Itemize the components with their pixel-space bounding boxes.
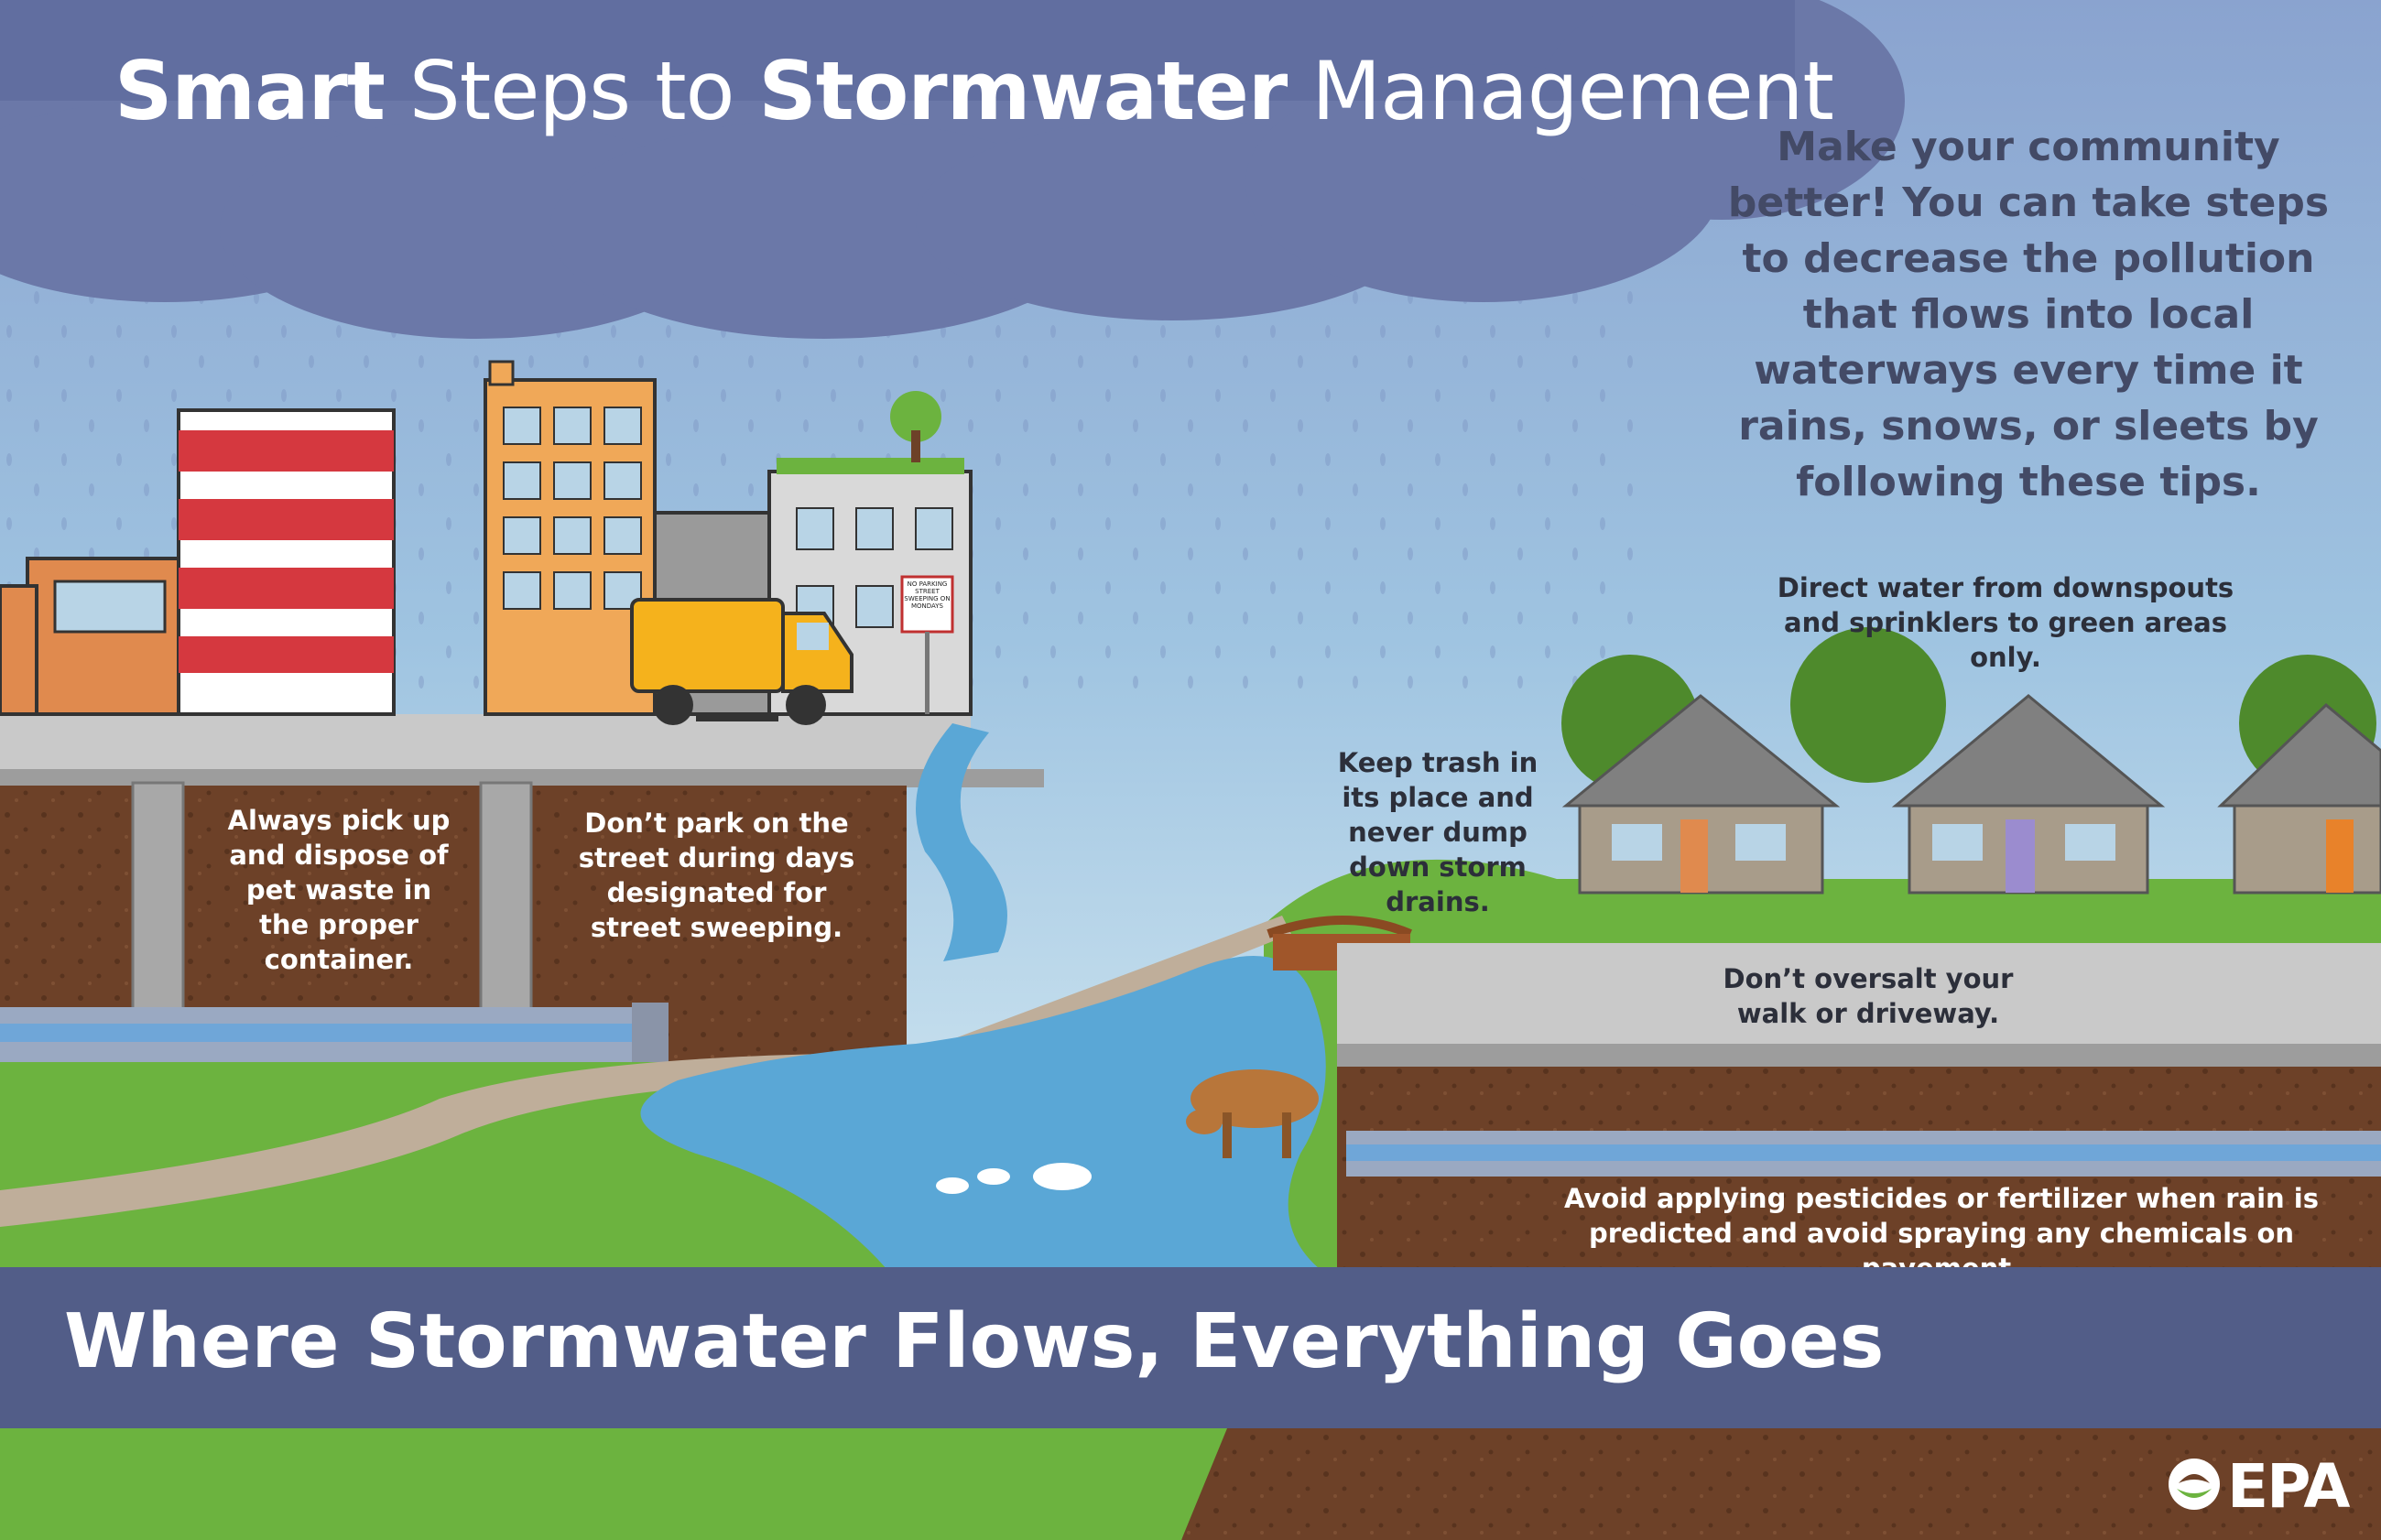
street-sweeper-truck <box>630 598 853 725</box>
page-title: Smart Steps to Stormwater Management <box>114 44 1834 138</box>
epa-logo-icon <box>2169 1459 2220 1510</box>
tip-street-sweeping: Don’t park on the street during days des… <box>578 808 855 943</box>
tip-downspouts: Direct water from downspouts and sprinkl… <box>1777 572 2234 673</box>
tip-trash: Keep trash in its place and never dump d… <box>1337 747 1538 917</box>
parking-sign: NO PARKING STREET SWEEPING ON MONDAYS <box>904 580 951 610</box>
houses <box>1561 627 2381 895</box>
tip-pesticides: Avoid applying pesticides or fertilizer … <box>1564 1183 2319 1284</box>
deer <box>1186 1069 1319 1158</box>
epa-logo-text: EPA <box>2227 1451 2350 1522</box>
ducks <box>936 1163 1092 1194</box>
intro-text: Make your community better! You can take… <box>1727 124 2330 505</box>
tip-oversalt: Don’t oversalt your walk or driveway. <box>1723 963 2014 1029</box>
bottom-banner <box>0 1267 2381 1428</box>
tip-pet-waste: Always pick up and dispose of pet waste … <box>227 805 451 975</box>
banner-slogan: Where Stormwater Flows, Everything Goes <box>64 1298 1885 1385</box>
